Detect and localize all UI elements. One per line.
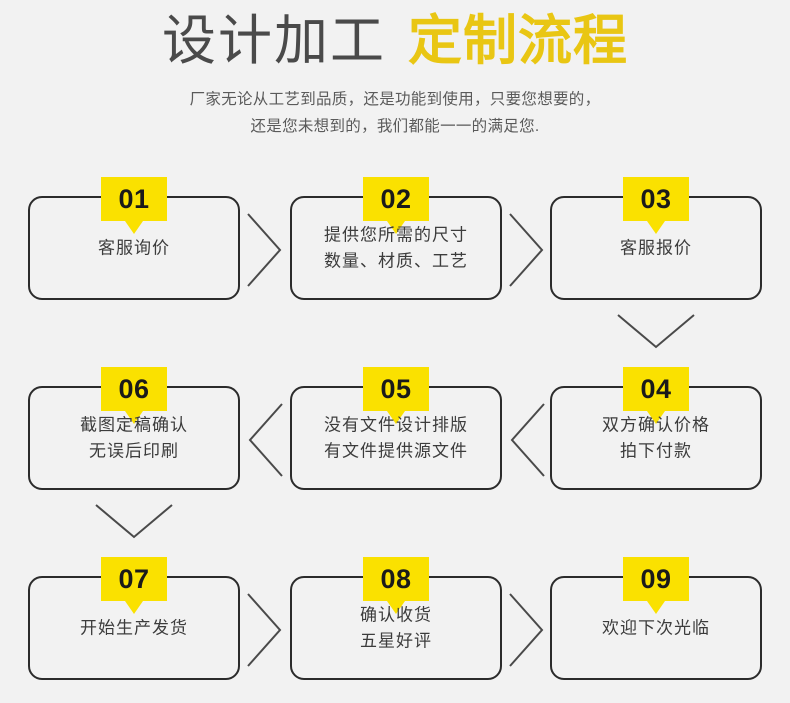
arrow-down-icon-06-to-07 xyxy=(88,499,180,541)
step-label-03: 客服报价 xyxy=(552,235,760,261)
arrow-left-icon-05-to-06 xyxy=(244,394,286,486)
step-number-badge-01: 01 xyxy=(101,177,167,221)
page-subtitle: 厂家无论从工艺到品质，还是功能到使用，只要您想要的， 还是您未想到的，我们都能一… xyxy=(0,86,790,140)
step-card-02[interactable]: 02 提供您所需的尺寸 数量、材质、工艺 xyxy=(290,177,502,300)
page-subtitle-line-2: 还是您未想到的，我们都能一一的满足您. xyxy=(250,118,540,136)
arrow-right-icon-01-to-02 xyxy=(244,204,286,296)
step-number-badge-07: 07 xyxy=(101,557,167,601)
step-label-01: 客服询价 xyxy=(30,235,238,261)
step-label-08-line-2: 五星好评 xyxy=(360,631,432,650)
step-label-07: 开始生产发货 xyxy=(30,615,238,641)
step-card-07[interactable]: 07 开始生产发货 xyxy=(28,557,240,680)
page-subtitle-line-1: 厂家无论从工艺到品质，还是功能到使用，只要您想要的， xyxy=(189,91,601,108)
step-card-03[interactable]: 03 客服报价 xyxy=(550,177,762,300)
step-label-01-line-1: 客服询价 xyxy=(98,238,170,258)
page-header: 设计加工定制流程 厂家无论从工艺到品质，还是功能到使用，只要您想要的， 还是您未… xyxy=(0,0,790,140)
step-number-badge-06: 06 xyxy=(101,367,167,411)
step-number-badge-05: 05 xyxy=(363,367,429,411)
step-label-07-line-1: 开始生产发货 xyxy=(80,618,188,638)
step-label-05-line-1: 没有文件设计排版 xyxy=(324,415,468,435)
step-card-06[interactable]: 06 截图定稿确认 无误后印刷 xyxy=(28,367,240,490)
arrow-right-icon-07-to-08 xyxy=(244,584,286,676)
step-label-09: 欢迎下次光临 xyxy=(552,615,760,641)
step-label-08: 确认收货 五星好评 xyxy=(292,603,500,654)
step-label-03-line-1: 客服报价 xyxy=(620,238,692,258)
step-number-badge-09: 09 xyxy=(623,557,689,601)
step-label-05-line-2: 有文件提供源文件 xyxy=(324,441,468,460)
arrow-right-icon-08-to-09 xyxy=(506,584,548,676)
step-label-06-line-2: 无误后印刷 xyxy=(89,441,179,460)
page-title-accent: 定制流程 xyxy=(408,11,628,71)
step-label-09-line-1: 欢迎下次光临 xyxy=(602,618,710,638)
arrow-down-icon-03-to-04 xyxy=(610,309,702,351)
step-label-02-line-1: 提供您所需的尺寸 xyxy=(324,225,468,245)
step-number-badge-08: 08 xyxy=(363,557,429,601)
step-label-08-line-1: 确认收货 xyxy=(360,605,432,625)
step-card-01[interactable]: 01 客服询价 xyxy=(28,177,240,300)
arrow-left-icon-04-to-05 xyxy=(506,394,548,486)
step-label-04: 双方确认价格 拍下付款 xyxy=(552,413,760,464)
step-number-badge-03: 03 xyxy=(623,177,689,221)
step-card-09[interactable]: 09 欢迎下次光临 xyxy=(550,557,762,680)
step-card-08[interactable]: 08 确认收货 五星好评 xyxy=(290,557,502,680)
step-label-06-line-1: 截图定稿确认 xyxy=(80,415,188,435)
step-number-badge-04: 04 xyxy=(623,367,689,411)
step-card-05[interactable]: 05 没有文件设计排版 有文件提供源文件 xyxy=(290,367,502,490)
step-label-04-line-1: 双方确认价格 xyxy=(602,415,710,435)
step-label-06: 截图定稿确认 无误后印刷 xyxy=(30,413,238,464)
step-number-badge-02: 02 xyxy=(363,177,429,221)
arrow-right-icon-02-to-03 xyxy=(506,204,548,296)
page-title-main: 设计加工 xyxy=(162,11,386,71)
step-label-02: 提供您所需的尺寸 数量、材质、工艺 xyxy=(292,223,500,274)
step-label-05: 没有文件设计排版 有文件提供源文件 xyxy=(292,413,500,464)
step-card-04[interactable]: 04 双方确认价格 拍下付款 xyxy=(550,367,762,490)
step-label-02-line-2: 数量、材质、工艺 xyxy=(324,251,468,270)
step-label-04-line-2: 拍下付款 xyxy=(620,441,692,460)
page-title: 设计加工定制流程 xyxy=(0,14,790,68)
